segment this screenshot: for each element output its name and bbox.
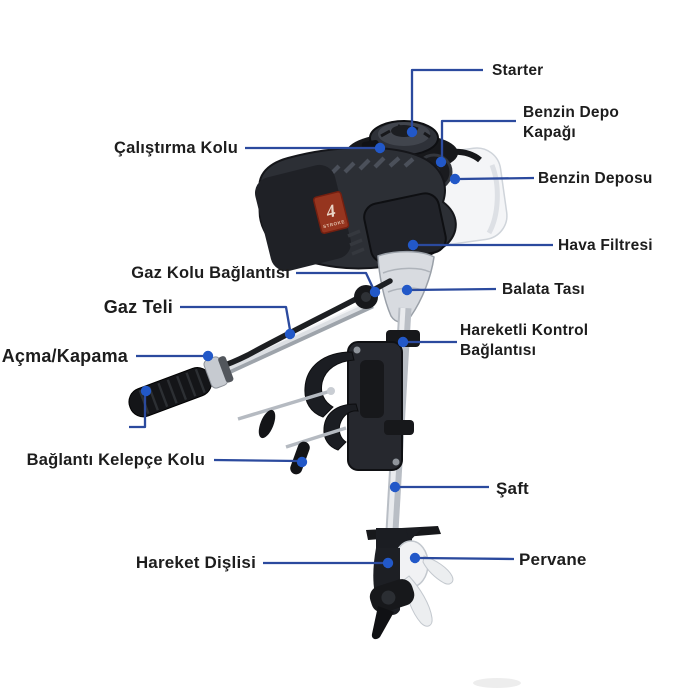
- air-filter-dot: [407, 239, 419, 251]
- label-balata-tasi: Balata Tası: [502, 281, 585, 298]
- swivel-dot: [397, 336, 409, 348]
- propeller-blade-upper: [422, 555, 454, 585]
- gear-case: [366, 526, 454, 640]
- gear-dot: [382, 557, 394, 569]
- propeller-dot: [409, 552, 421, 564]
- engine-side-cover: [255, 164, 351, 272]
- throttle-cable-dot: [284, 328, 296, 340]
- clutch-dot: [401, 284, 413, 296]
- label-gaz-teli: Gaz Teli: [103, 297, 173, 317]
- skeg: [371, 606, 394, 640]
- clamp-screw-upper: [237, 388, 335, 421]
- label-calistirma-kolu: Çalıştırma Kolu: [113, 139, 238, 157]
- label-hareketli-kontrol-baglantisi: Hareketli Kontrol Bağlantısı: [460, 322, 589, 359]
- label-benzin-depo-kapagi: Benzin Depo Kapağı: [523, 104, 620, 141]
- starter-handle-dot: [374, 142, 386, 154]
- shaft-dot: [389, 481, 401, 493]
- on-off-dot: [202, 350, 214, 362]
- clamp-arm-lower: [323, 403, 359, 451]
- label-benzin-deposu: Benzin Deposu: [538, 170, 653, 187]
- clamp-arm-upper: [304, 351, 355, 418]
- label-hava-filtresi: Hava Filtresi: [558, 237, 653, 254]
- starter-dot: [406, 126, 418, 138]
- throttle-cable-leader-line: [180, 305, 292, 331]
- badge-text: STROKE: [323, 219, 346, 229]
- ground-shadow: [473, 678, 521, 688]
- cover-vents: [347, 229, 365, 256]
- propeller-leader-line: [419, 556, 515, 561]
- grip-dot: [140, 385, 152, 397]
- clamp-screw-lower: [285, 426, 347, 449]
- mount-bracket: [237, 330, 420, 475]
- fuel-tank-dot: [449, 173, 461, 185]
- throttle-linkage-leader-line: [296, 271, 375, 289]
- prop-shaft-housing: [369, 579, 415, 613]
- leader-lines: [129, 68, 553, 569]
- four-stroke-badge: 4 STROKE: [312, 191, 350, 234]
- clamp-lever-leader-line: [213, 458, 298, 463]
- fuel-cap-dot: [435, 156, 447, 168]
- label-acma-kapama: Açma/Kapama: [1, 346, 128, 366]
- starter-leader-line: [410, 68, 483, 130]
- clutch-leader-line: [410, 287, 497, 292]
- label-hareket-dislisi: Hareket Dişlisi: [135, 553, 256, 572]
- throttle-linkage-dot: [369, 286, 381, 298]
- engine-block: 4 STROKE: [255, 146, 457, 272]
- label-pervane: Pervane: [519, 550, 587, 569]
- clamp-lever-dot: [296, 456, 308, 468]
- badge-number: 4: [323, 200, 338, 222]
- fuel-tank-leader-line: [458, 176, 535, 181]
- fuel-cap-leader-line: [440, 119, 516, 159]
- clamp-knob-upper: [258, 409, 276, 439]
- label-saft: Şaft: [496, 479, 529, 498]
- label-baglanti-kelepce-kolu: Bağlantı Kelepçe Kolu: [26, 451, 205, 469]
- grip-leader-line: [129, 392, 147, 429]
- throttle-grip: [128, 356, 234, 418]
- outboard-motor-illustration: 4 STROKE: [128, 120, 521, 688]
- label-gaz-kolu-baglantisi: Gaz Kolu Bağlantısı: [131, 264, 290, 282]
- label-starter: Starter: [492, 62, 544, 79]
